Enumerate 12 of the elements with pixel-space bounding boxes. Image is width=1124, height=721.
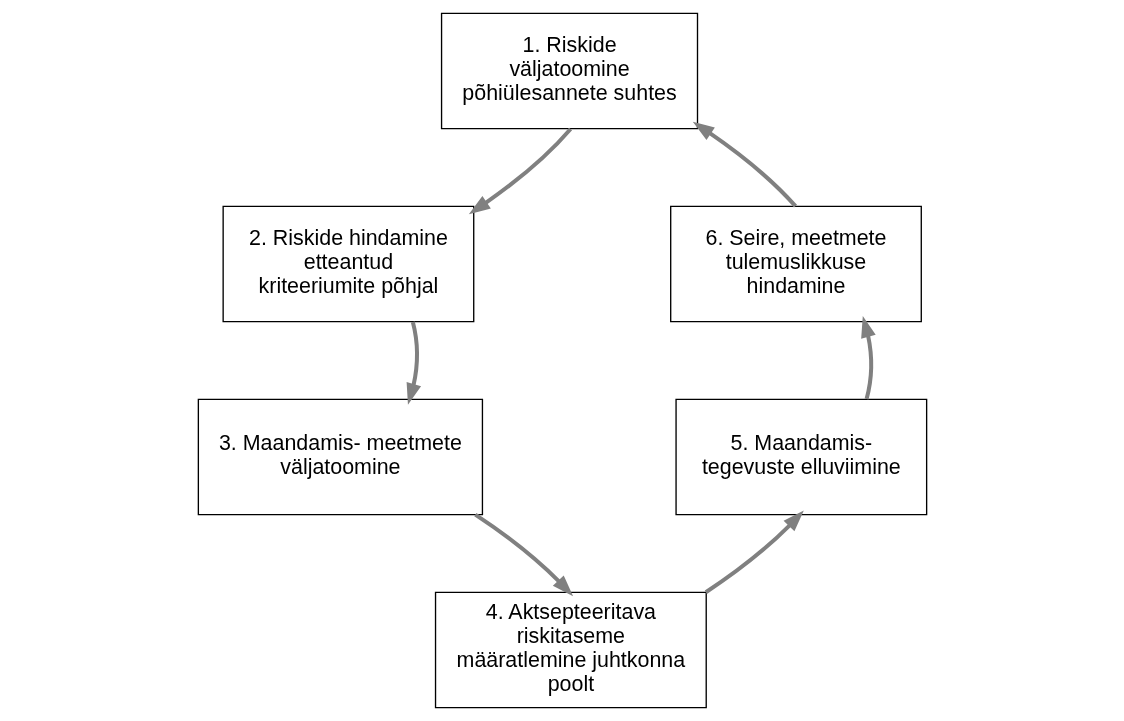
node-box: 2. Riskide hindamine etteantud kriteeriumite põhjal <box>222 205 474 323</box>
node-box: 1. Riskide väljatoomine põhiülesannete suhtes <box>440 12 698 130</box>
node-box: 6. Seire, meetmete tulemuslikkuse hindamine <box>669 205 922 323</box>
arrow <box>692 121 797 208</box>
arrow <box>468 127 572 215</box>
arrow <box>704 510 804 594</box>
arrow <box>860 316 876 400</box>
node-box: 3. Maandamis- meetmete väljatoomine <box>197 398 483 516</box>
arrow <box>406 321 421 405</box>
arrow <box>473 512 573 597</box>
node-box: 4. Aktsepteeritava riskitaseme määratlemine juhtkonna poolt <box>434 591 707 709</box>
node-box: 5. Maandamis- tegevuste elluviimine <box>674 398 927 516</box>
